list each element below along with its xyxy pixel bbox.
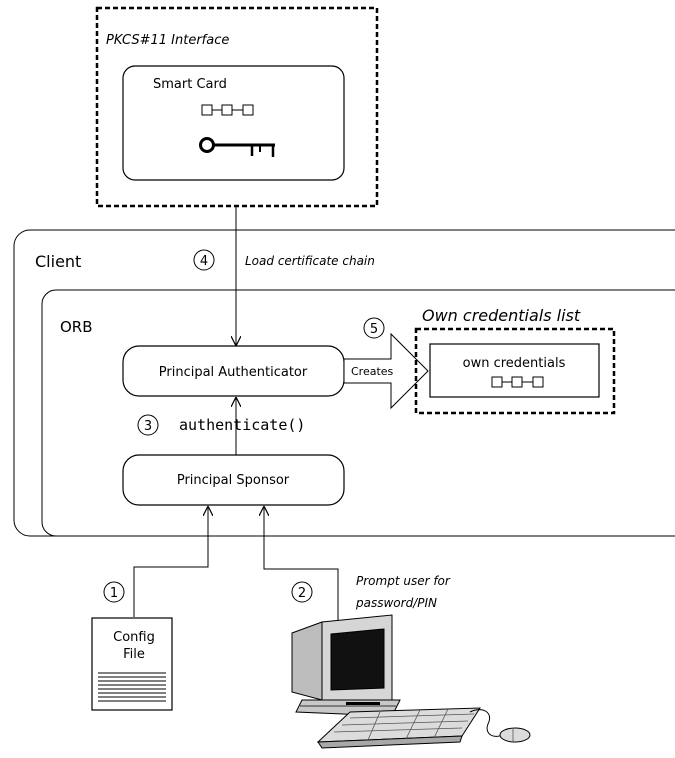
step-4-marker: 4 — [193, 249, 215, 271]
step-4-text: Load certificate chain — [245, 254, 375, 268]
own-credentials-list-box — [414, 327, 616, 415]
step-5-marker: 5 — [363, 317, 385, 339]
own-credentials-label: own credentials — [463, 356, 566, 371]
orb-label: ORB — [60, 318, 93, 336]
principal-sponsor-label: Principal Sponsor — [177, 473, 290, 488]
computer-icon — [291, 614, 401, 717]
creates-arrow — [343, 332, 429, 410]
pkcs11-interface-box — [95, 6, 379, 208]
step-2-number: 2 — [298, 586, 306, 601]
computer-connector — [264, 507, 339, 630]
principal-sponsor-box — [122, 454, 345, 506]
principal-authenticator-label: Principal Authenticator — [159, 365, 308, 380]
own-credentials-box — [429, 343, 600, 398]
orb-box — [41, 289, 675, 537]
own-credentials-list-title: Own credentials list — [422, 306, 581, 325]
creates-label: Creates — [351, 365, 394, 378]
step-5-number: 5 — [370, 322, 378, 337]
step-3-marker: 3 — [137, 414, 159, 436]
step-2-text-line2: password/PIN — [355, 596, 437, 610]
certificate-chain-icon — [201, 104, 254, 116]
credential-chain-icon — [491, 376, 544, 388]
smart-card-label: Smart Card — [153, 77, 227, 92]
key-icon — [199, 137, 275, 157]
mouse-cable — [469, 709, 505, 737]
smart-card-box — [122, 65, 345, 181]
config-file-label-line2: File — [123, 647, 145, 662]
step-3-number: 3 — [144, 419, 152, 434]
step-1-number: 1 — [110, 586, 118, 601]
mouse-icon — [499, 727, 531, 743]
step-4-number: 4 — [200, 254, 208, 269]
config-file-connector — [133, 507, 208, 617]
step-1-marker: 1 — [103, 581, 125, 603]
step-3-text: authenticate() — [179, 416, 305, 434]
config-file-label-line1: Config — [113, 630, 155, 645]
config-file-icon — [91, 617, 173, 711]
step-2-text-line1: Prompt user for — [356, 574, 451, 588]
step-2-marker: 2 — [291, 581, 313, 603]
client-label: Client — [35, 252, 81, 271]
pkcs11-interface-title: PKCS#11 Interface — [106, 33, 229, 48]
keyboard-icon — [316, 707, 481, 749]
